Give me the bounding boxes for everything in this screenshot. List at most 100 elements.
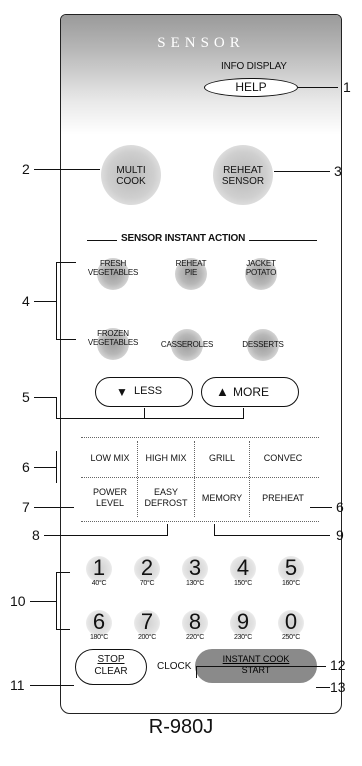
clock-button[interactable]: CLOCK: [157, 661, 192, 672]
number-key-temperature: 230°C: [233, 634, 253, 641]
callout-tick-5a: [144, 408, 145, 418]
less-button[interactable]: ▼ LESS: [95, 377, 193, 407]
fresh-vegetables-line1: FRESH: [99, 259, 127, 268]
panel-header-gradient: [61, 15, 341, 135]
fresh-vegetables-button[interactable]: [97, 258, 129, 290]
number-key-shade: [230, 610, 256, 636]
number-key-digit: 2: [140, 555, 154, 580]
jacket-potato-label: JACKET POTATO: [231, 259, 291, 277]
grid-divider-3: [249, 441, 250, 517]
stop-clear-button[interactable]: STOP CLEAR: [75, 649, 147, 685]
callout-9: 9: [336, 527, 344, 543]
callout-line-9: [214, 535, 330, 536]
number-key-shade: [230, 556, 256, 582]
preheat-button[interactable]: PREHEAT: [262, 493, 304, 503]
callout-bracket-5-h: [56, 418, 244, 419]
grid-rule-mid: [81, 477, 319, 478]
reheat-pie-button[interactable]: [175, 258, 207, 290]
number-key-shade: [182, 556, 208, 582]
number-key-temperature: 150°C: [233, 580, 253, 587]
grid-rule-bottom: [81, 521, 319, 522]
number-key-temperature: 200°C: [137, 634, 157, 641]
callout-bracket-4-bottom: [56, 339, 76, 340]
callout-line-2: [34, 169, 100, 170]
power-level-line2: LEVEL: [95, 498, 125, 508]
more-button[interactable]: ▲ MORE: [201, 377, 299, 407]
power-level-button[interactable]: POWER LEVEL: [83, 487, 137, 509]
callout-13: 13: [330, 679, 346, 695]
grid-rule-top: [81, 437, 319, 438]
reheat-sensor-button[interactable]: REHEAT SENSOR: [213, 145, 273, 205]
multi-cook-line2: COOK: [116, 176, 146, 187]
callout-bracket-10: [56, 572, 57, 630]
callout-line-11: [30, 685, 74, 686]
callout-bracket-10-top: [56, 572, 70, 573]
multi-cook-button[interactable]: MULTI COOK: [101, 145, 161, 205]
callout-line-5: [34, 397, 56, 398]
frozen-vegetables-label: FROZEN VEGETABLES: [73, 329, 153, 347]
convec-button[interactable]: CONVEC: [263, 453, 303, 463]
callout-bracket-4-top: [56, 262, 76, 263]
number-key-temperature: 180°C: [89, 634, 109, 641]
callout-5: 5: [22, 389, 30, 405]
less-label: LESS: [134, 385, 163, 397]
jacket-potato-line2: POTATO: [245, 268, 277, 277]
number-key-shade: [134, 556, 160, 582]
easy-defrost-button[interactable]: EASY DEFROST: [138, 487, 194, 509]
jacket-potato-button[interactable]: [245, 258, 277, 290]
callout-tick-8: [167, 524, 168, 536]
callout-bracket-5-v: [56, 397, 57, 419]
memory-button[interactable]: MEMORY: [201, 493, 243, 503]
stop-label: STOP: [97, 654, 125, 665]
callout-bracket-6: [56, 451, 57, 483]
callout-8: 8: [32, 527, 40, 543]
high-mix-button[interactable]: HIGH MIX: [145, 453, 187, 463]
multi-cook-line1: MULTI: [116, 165, 146, 176]
number-key-shade: [278, 610, 304, 636]
callout-2: 2: [22, 161, 30, 177]
frozen-vegetables-button[interactable]: [97, 328, 129, 360]
number-key-temperature: 40°C: [91, 580, 107, 587]
fresh-vegetables-label: FRESH VEGETABLES: [73, 259, 153, 277]
number-key-digit: 1: [92, 555, 106, 580]
reheat-pie-line1: REHEAT: [175, 259, 207, 268]
casseroles-label: CASSEROLES: [160, 340, 214, 349]
low-mix-button[interactable]: LOW MIX: [90, 453, 130, 463]
number-key-shade: [134, 610, 160, 636]
number-key-shade: [86, 556, 112, 582]
callout-line-13: [316, 687, 330, 688]
number-key-temperature: 250°C: [281, 634, 301, 641]
grill-button[interactable]: GRILL: [208, 453, 235, 463]
help-button[interactable]: HELP: [204, 78, 298, 97]
desserts-button[interactable]: [247, 329, 279, 361]
number-key-digit: 5: [284, 555, 298, 580]
grid-divider-2: [194, 441, 195, 517]
callout-line-6-left: [34, 467, 56, 468]
number-key-temperature: 70°C: [139, 580, 155, 587]
casseroles-button[interactable]: [171, 329, 203, 361]
callout-bracket-10-bottom: [56, 629, 70, 630]
number-key-digit: 7: [140, 609, 154, 634]
callout-3: 3: [334, 163, 342, 179]
number-key-shade: [182, 610, 208, 636]
fresh-vegetables-line2: VEGETABLES: [87, 268, 139, 277]
callout-line-12: [196, 666, 326, 667]
number-key-temperature: 220°C: [185, 634, 205, 641]
info-display-label: INFO DISPLAY: [221, 61, 287, 72]
reheat-pie-label: REHEAT PIE: [161, 259, 221, 277]
grid-divider-1: [137, 441, 138, 517]
number-key-digit: 0: [284, 609, 298, 634]
instant-cook-label: INSTANT COOK: [222, 654, 290, 664]
easy-defrost-line2: DEFROST: [144, 498, 188, 508]
callout-tick-5b: [243, 408, 244, 419]
